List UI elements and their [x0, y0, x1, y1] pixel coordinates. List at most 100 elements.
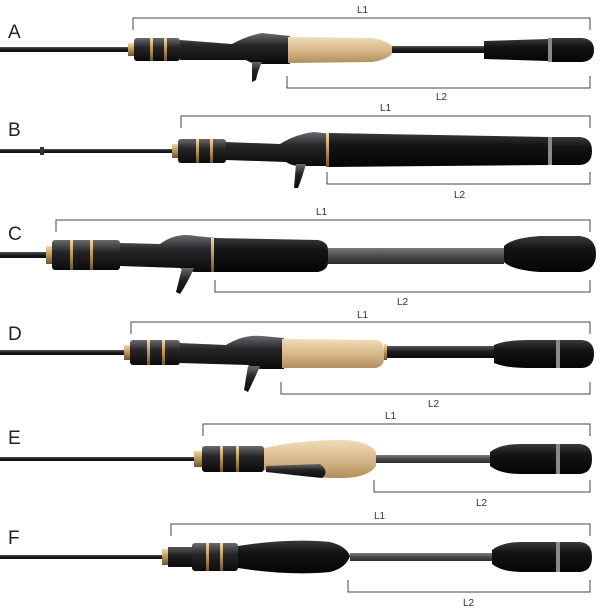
rear-blank: [376, 455, 490, 463]
foam-grip: [214, 238, 328, 272]
rod-blank: [0, 47, 130, 52]
l1-dimension-f: L1: [170, 511, 591, 536]
row-letter-b: B: [8, 120, 21, 141]
trigger: [294, 164, 306, 188]
winding-check: [128, 43, 134, 56]
l1-dimension-c: L1: [55, 207, 591, 232]
reel-seat-nut: [130, 340, 180, 365]
rear-blank: [350, 553, 492, 561]
reel-seat-nut: [178, 139, 226, 163]
reel-seat: [226, 132, 332, 166]
l1-dimension-e: L1: [202, 411, 591, 436]
fore-section: [168, 547, 192, 567]
trim-ring: [162, 340, 165, 365]
l2-dimension-b: L2: [326, 172, 591, 201]
cork-grip: [288, 37, 392, 63]
trim-ring: [206, 543, 209, 571]
l2-label-c: L2: [397, 297, 409, 308]
butt-ring: [548, 38, 552, 62]
l1-dimension-d: L1: [130, 310, 591, 334]
trim-ring: [211, 238, 214, 272]
reel-seat-nut: [52, 240, 120, 270]
rear-blank: [384, 346, 494, 358]
l1-label-e: L1: [385, 411, 397, 422]
winding-check: [46, 246, 52, 264]
trim-ring: [210, 139, 213, 163]
l2-label-b: L2: [454, 190, 466, 201]
l2-label-e: L2: [476, 498, 488, 509]
row-letter-f: F: [8, 528, 20, 549]
reel-seat: [120, 235, 216, 272]
rear-blank: [392, 46, 484, 53]
l2-dimension-c: L2: [214, 280, 591, 308]
rod-blank: [0, 555, 164, 559]
l2-label-a: L2: [436, 92, 448, 103]
rod-blank: [0, 149, 176, 153]
trim-ring: [326, 133, 329, 167]
guide-wrap: [40, 147, 44, 155]
butt-cap: [560, 444, 592, 474]
trim-ring: [220, 543, 223, 571]
reel-seat-hood: [266, 464, 326, 478]
trigger: [244, 366, 260, 392]
l2-label-f: L2: [463, 598, 475, 609]
butt-ring: [548, 137, 552, 165]
reel-seat-nut: [202, 446, 264, 472]
butt-cap: [560, 340, 594, 368]
foam-butt-grip: [484, 39, 558, 61]
row-letter-a: A: [8, 22, 21, 43]
l2-dimension-d: L2: [280, 382, 591, 410]
cork-grip: [282, 339, 384, 368]
l1-dimension-a: L1: [132, 5, 591, 30]
butt-cap: [560, 542, 592, 572]
trim-ring: [147, 340, 150, 365]
rod-a: A L1 L2: [0, 5, 594, 103]
row-letter-d: D: [8, 324, 22, 345]
rod-blank: [0, 252, 50, 258]
trim-ring: [236, 446, 239, 472]
winding-check: [194, 451, 202, 467]
butt-cap: [552, 38, 594, 62]
row-letter-c: C: [8, 224, 22, 245]
winding-check: [162, 549, 168, 565]
row-letter-e: E: [8, 428, 21, 449]
rod-d: D L1 L2: [0, 310, 594, 410]
l1-dimension-b: L1: [180, 103, 591, 128]
foam-grip: [238, 540, 350, 574]
butt-grip: [504, 236, 596, 272]
l1-label-b: L1: [380, 103, 392, 114]
trim-ring: [220, 446, 223, 472]
trim-ring: [70, 240, 73, 270]
reel-seat-nut: [192, 543, 238, 571]
butt-ring: [556, 340, 560, 368]
butt-ring: [556, 542, 560, 572]
foam-butt-grip: [490, 444, 556, 474]
l2-dimension-e: L2: [373, 480, 591, 509]
rod-f: F L1 L2: [0, 511, 592, 609]
trim-ring: [90, 240, 93, 270]
trigger: [252, 62, 262, 82]
rod-c: C L1 L2: [0, 207, 596, 308]
rear-blank: [328, 248, 504, 264]
rod-e: E L1 L2: [0, 411, 592, 509]
l1-label-d: L1: [357, 310, 369, 321]
butt-cap: [552, 137, 592, 165]
trigger: [176, 268, 194, 294]
trim-ring: [384, 344, 387, 360]
foam-butt-grip: [492, 542, 556, 572]
trim-ring: [196, 139, 199, 163]
rod-blank: [0, 350, 126, 355]
reel-seat-nut: [134, 38, 180, 61]
l2-dimension-f: L2: [347, 580, 591, 609]
rod-blank: [0, 457, 196, 461]
l1-label-f: L1: [374, 511, 386, 522]
trim-ring: [150, 38, 153, 61]
trim-ring: [164, 38, 167, 61]
reel-seat: [180, 33, 290, 64]
winding-check: [124, 345, 130, 360]
winding-check: [172, 144, 178, 158]
l2-dimension-a: L2: [286, 76, 591, 103]
foam-butt-grip: [494, 340, 560, 368]
l2-label-d: L2: [428, 399, 440, 410]
